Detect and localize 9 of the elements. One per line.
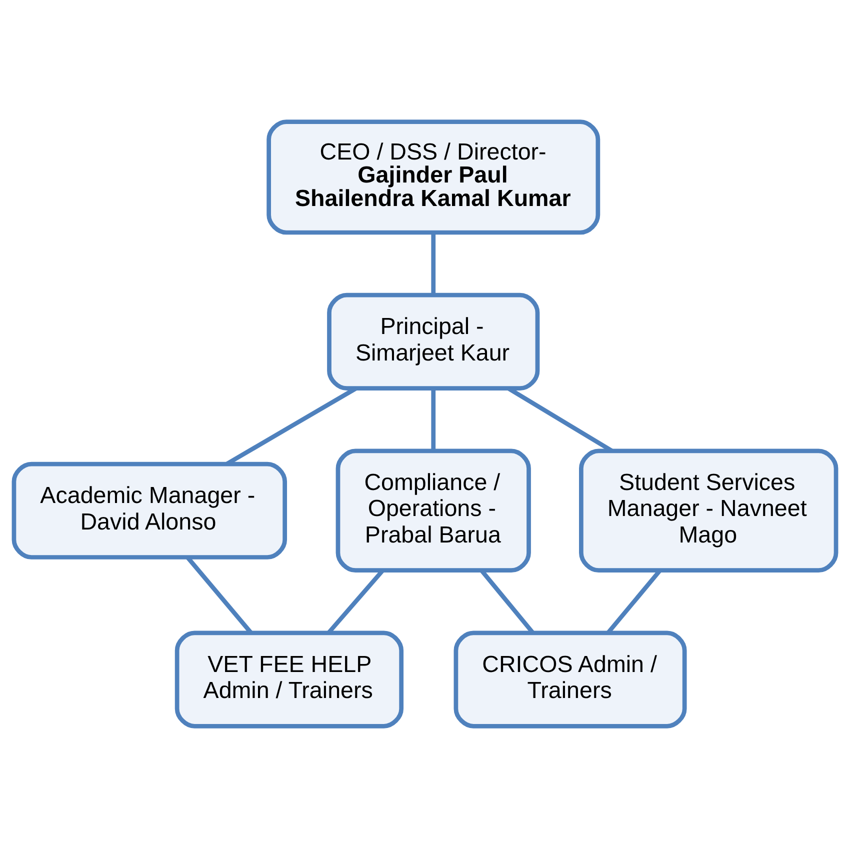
node-box: Compliance / Operations - Prabal Barua <box>336 448 531 573</box>
connector <box>431 232 436 296</box>
node-box: Student Services Manager - Navneet Mago <box>579 448 838 573</box>
node-box: Principal - Simarjeet Kaur <box>327 292 540 390</box>
node-box: CRICOS Admin / Trainers <box>454 630 687 728</box>
connector <box>431 388 436 451</box>
node-box: VET FEE HELP Admin / Trainers <box>174 630 404 728</box>
node-box: Academic Manager - David Alonso <box>12 462 288 560</box>
node-box: CEO / DSS / Director- Gajinder Paul Shailendra Kamal Kumar <box>266 120 600 235</box>
